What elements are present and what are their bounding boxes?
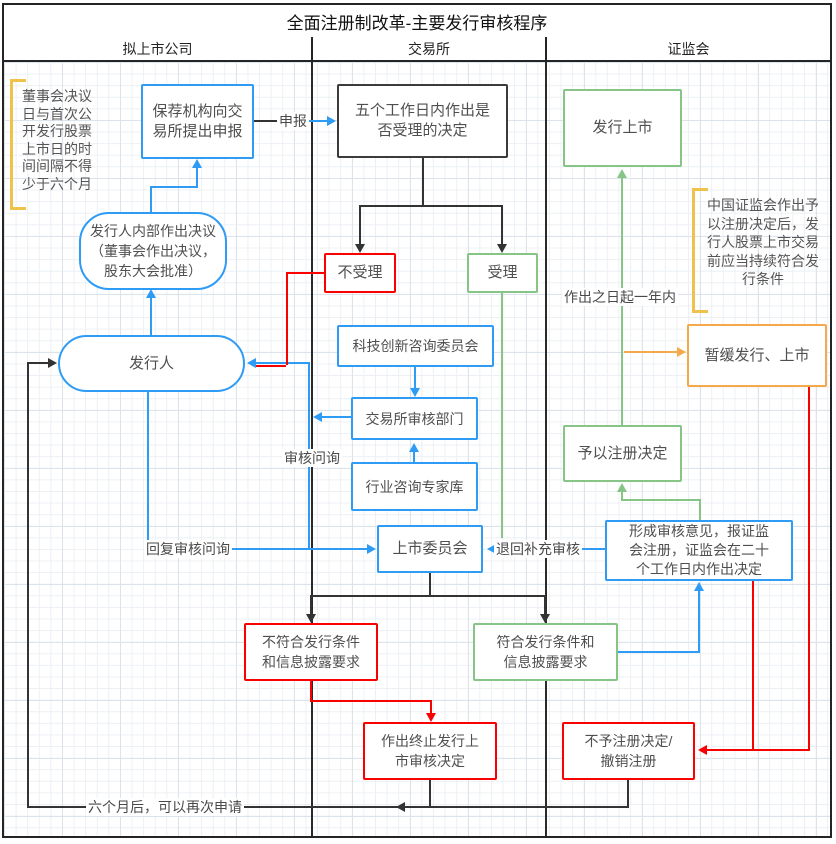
- lane-header-row: 拟上市公司 交易所 证监会: [2, 37, 832, 62]
- connector-issuer-to-resolution: [150, 296, 152, 335]
- connector-to-accepted: [501, 205, 503, 245]
- arrowhead-into-reviewdept-bottom: [409, 443, 419, 452]
- label-within-one-year: 作出之日起一年内: [562, 288, 678, 306]
- label-declare: 申报: [277, 112, 309, 130]
- connector-listing-split: [310, 595, 546, 597]
- connector-declare-right: [307, 120, 329, 122]
- right-bracket-bottom-cap: [692, 310, 708, 313]
- arrowhead-into-terminate: [426, 713, 436, 722]
- arrowhead-declare: [327, 116, 336, 126]
- connector-reapply-up: [27, 362, 29, 808]
- connector-notaccepted-down: [286, 272, 288, 365]
- connector-reviewdept-inquiry: [322, 416, 351, 418]
- node-suspend-listing: 暂缓发行、上市: [687, 324, 827, 387]
- arrowhead-reapply-into-issuer: [48, 358, 57, 368]
- connector-reapply-to-issuer: [27, 362, 49, 364]
- arrowhead-into-form-opinion: [694, 582, 704, 591]
- connector-to-meet: [544, 595, 546, 614]
- arrowhead-reapply: [396, 802, 405, 812]
- arrowhead-into-listing-committee: [367, 544, 376, 554]
- connector-into-noregister: [707, 749, 810, 751]
- left-bracket-top-cap: [10, 79, 26, 82]
- connector-issuer-reply-down: [147, 392, 149, 550]
- arrowhead-into-meet: [540, 614, 550, 623]
- arrowhead-into-noregister: [698, 745, 707, 755]
- right-bracket: [692, 188, 695, 313]
- right-bracket-top-cap: [692, 188, 708, 191]
- arrowhead-into-sponsor: [192, 159, 202, 168]
- arrowhead-into-notmeet: [306, 614, 316, 623]
- connector-to-notmeet: [310, 595, 312, 614]
- connector-formopinion-up: [699, 499, 701, 520]
- label-reapply-six-months: 六个月后，可以再次申请: [86, 798, 244, 816]
- connector-terminate-down: [429, 780, 431, 808]
- connector-suspend-down: [808, 387, 810, 751]
- connector-scitech-down: [414, 367, 416, 388]
- node-internal-resolution: 发行人内部作出决议 （董事会作出决议， 股东大会批准）: [79, 212, 227, 290]
- connector-reply-inquiry: [147, 548, 369, 550]
- connector-to-suspend: [624, 351, 679, 353]
- node-listing-committee: 上市委员会: [377, 525, 483, 573]
- connector-meet-right: [618, 651, 700, 653]
- connector-inquiry-to-issuer: [256, 362, 310, 364]
- left-bracket-bottom-cap: [10, 207, 26, 210]
- node-form-opinion: 形成审核意见，报证监 会注册，证监会在二十 个工作日内作出决定: [605, 520, 793, 581]
- connector-meet-up: [698, 590, 700, 653]
- connector-decision-down: [422, 158, 424, 206]
- arrowhead-inquiry-into-issuer: [247, 358, 256, 368]
- connector-listing-down: [429, 573, 431, 597]
- node-meet-conditions: 符合发行条件和 信息披露要求: [473, 623, 618, 681]
- arrowhead-inquiry-trunk: [313, 412, 322, 422]
- connector-notmeet-right: [310, 700, 432, 702]
- connector-into-terminate: [430, 700, 432, 713]
- connector-expertdb-up: [413, 451, 415, 462]
- node-not-meet-conditions: 不符合发行条件 和信息披露要求: [244, 623, 378, 681]
- connector-into-register: [621, 491, 623, 501]
- connector-resolution-right: [150, 186, 198, 188]
- connector-into-sponsor: [196, 167, 198, 188]
- label-return-supplement: 退回补充审核: [494, 540, 582, 558]
- left-bracket: [10, 79, 13, 210]
- node-sci-tech-committee: 科技创新咨询委员会: [337, 325, 494, 367]
- connector-notaccepted-to-issuer: [256, 365, 286, 367]
- connector-notmeet-down: [310, 680, 312, 702]
- node-industry-expert-db: 行业咨询专家库: [351, 462, 478, 511]
- lane-header-csrc: 证监会: [667, 40, 710, 57]
- arrowhead-into-reviewdept-top: [410, 388, 420, 397]
- lane-divider-2: [545, 62, 547, 836]
- note-csrc-condition: 中国证监会作出予 以注册决定后，发 行人股票上市交易 前应当持续符合发 行条件: [707, 197, 819, 287]
- arrowhead-into-resolution: [146, 289, 156, 298]
- node-issue-and-list: 发行上市: [563, 89, 682, 167]
- connector-accepted-down: [501, 292, 503, 538]
- note-board-interval: 董事会决议 日与首次公 开发行股票 上市日的时 间间隔不得 少于六个月: [22, 88, 92, 192]
- connector-to-notaccepted: [359, 205, 361, 245]
- arrowhead-into-issuelist: [617, 169, 627, 178]
- connector-resolution-up: [150, 186, 152, 214]
- arrowhead-into-register: [617, 483, 627, 492]
- node-no-registration: 不予注册决定/ 撤销注册: [562, 722, 695, 780]
- node-grant-registration: 予以注册决定: [563, 425, 682, 482]
- node-five-day-decision: 五个工作日内作出是 否受理的决定: [337, 84, 508, 158]
- label-review-inquiry: 审核问询: [282, 449, 342, 467]
- node-accepted: 受理: [467, 253, 538, 293]
- lane-header-company: 拟上市公司: [4, 37, 313, 60]
- connector-notaccepted-left: [286, 272, 324, 274]
- arrowhead-into-notaccepted: [355, 244, 365, 253]
- arrowhead-into-accepted: [497, 244, 507, 253]
- node-sponsor-filing: 保荐机构向交 易所提出申报: [141, 84, 254, 159]
- node-issuer: 发行人: [58, 335, 245, 392]
- arrowhead-return-into-listing: [487, 544, 496, 554]
- node-terminate-review: 作出终止发行上 市审核决定: [363, 722, 497, 780]
- arrowhead-into-suspend: [677, 347, 686, 357]
- label-reply-inquiry: 回复审核问询: [144, 540, 232, 558]
- connector-reapply-bottom: [28, 806, 628, 808]
- connector-formopinion-left: [621, 499, 701, 501]
- connector-formopinion-down: [752, 580, 754, 751]
- lane-header-exchange: 交易所: [313, 37, 547, 60]
- node-not-accepted: 不受理: [324, 253, 396, 293]
- connector-noregister-down: [627, 780, 629, 808]
- diagram-title: 全面注册制改革-主要发行审核程序: [2, 3, 832, 39]
- connector-decision-split: [359, 205, 503, 207]
- node-exchange-review-dept: 交易所审核部门: [351, 397, 478, 440]
